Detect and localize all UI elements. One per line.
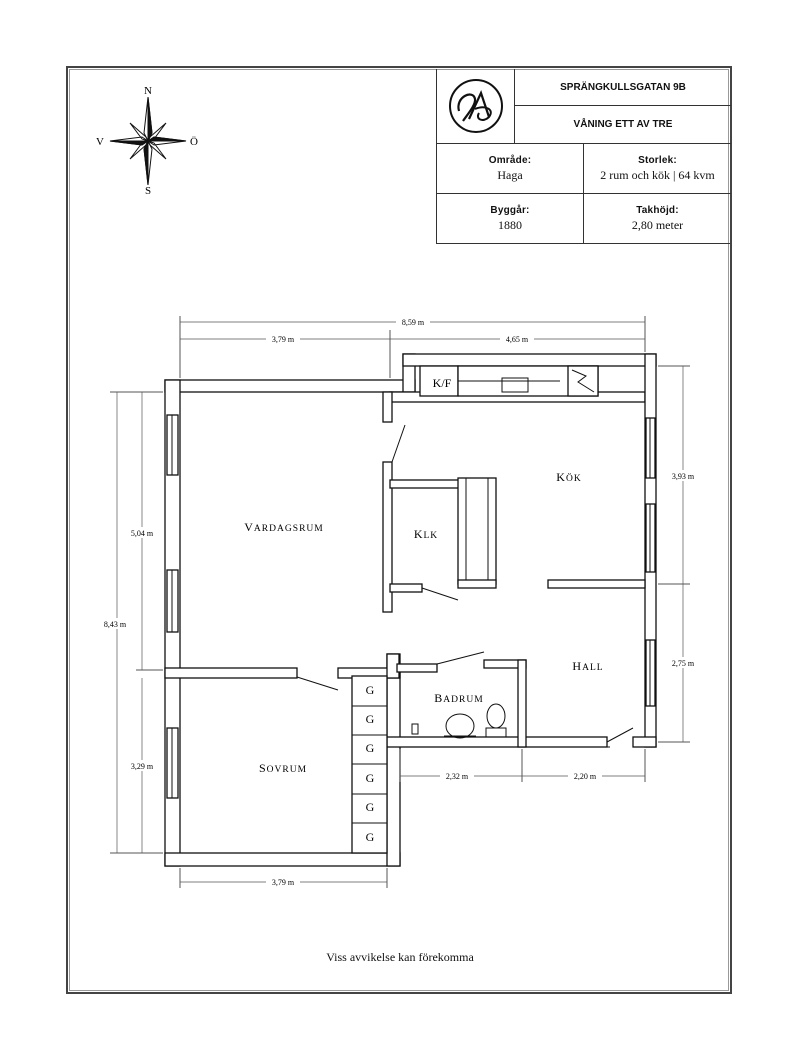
compass-west: V [96, 136, 104, 148]
brand-logo-icon [448, 79, 503, 133]
dim-left-width: 3,79 m [272, 335, 295, 344]
wall-top-left [164, 379, 416, 393]
ceiling-value: 2,80 meter [631, 218, 684, 232]
dimension-lines: 8,59 m 3,79 m 4,65 m 8,43 m 5,04 m 3,29 … [100, 316, 698, 888]
wardrobe-label: G [366, 712, 375, 726]
dim-total-height: 8,43 m [104, 620, 127, 629]
compass-south: S [145, 185, 151, 195]
wardrobe-label: G [366, 683, 375, 697]
wall-bottom-right [386, 736, 608, 748]
wardrobe-label: G [366, 830, 375, 844]
page-frame [66, 66, 732, 994]
room-label-kok: KÖK [556, 470, 581, 484]
floor-cell: VÅNING ETT AV TRE [515, 106, 731, 144]
fridge-freezer [419, 365, 459, 397]
built-label: Byggår: [490, 205, 530, 216]
dim-right-width: 4,65 m [506, 335, 529, 344]
dim-lower-right-height: 2,75 m [672, 659, 695, 668]
kitchen-counter: K/F [419, 365, 599, 397]
walls [164, 353, 657, 867]
wall-vardag-kok [382, 461, 393, 613]
wall-badrum-top [396, 663, 438, 673]
bathroom-fixtures [411, 703, 507, 739]
ceiling-cell: Takhöjd: 2,80 meter [584, 194, 731, 244]
built-cell: Byggår: 1880 [437, 194, 584, 244]
area-value: Haga [497, 167, 523, 182]
wall-vardag-kok-top [382, 391, 393, 423]
compass-star-icon [109, 96, 187, 186]
wall-vardag-sovrum [164, 667, 298, 679]
dim-upper-left-height: 5,04 m [131, 529, 154, 538]
wall-badrum-right [517, 659, 527, 748]
door [421, 587, 459, 601]
room-label-hall: HALL [572, 659, 603, 673]
page-frame-inner [69, 69, 729, 991]
info-table: SPRÄNGKULLSGATAN 9B VÅNING ETT AV TRE Om… [436, 69, 731, 244]
door [296, 676, 339, 691]
disclaimer-note: Viss avvikelse kan förekomma [326, 950, 474, 964]
area-label: Område: [488, 154, 532, 166]
wardrobe-label: G [366, 741, 375, 755]
room-label-vardagsrum: VARDAGSRUM [244, 520, 323, 534]
door [606, 727, 634, 743]
wall-bottom-left [164, 852, 401, 867]
compass-east: Ö [190, 136, 198, 148]
address-title: SPRÄNGKULLSGATAN 9B [560, 81, 686, 93]
faucet-icon [411, 723, 419, 735]
dim-upper-right-height: 3,93 m [672, 472, 695, 481]
address-cell: SPRÄNGKULLSGATAN 9B [515, 69, 731, 106]
dim-total-width: 8,59 m [402, 318, 425, 327]
compass-north: N [144, 85, 152, 97]
wall-bottom-right-end [632, 736, 657, 748]
washbasin-icon [445, 713, 475, 739]
doors [296, 424, 634, 748]
door [436, 651, 485, 665]
room-label-kf: K/F [433, 376, 452, 390]
wardrobes: G G G G G G [351, 675, 388, 854]
wall-klk-right [457, 477, 497, 585]
sink-icon [501, 377, 529, 393]
room-label-klk: KLK [414, 527, 438, 541]
ceiling-label: Takhöjd: [636, 205, 679, 216]
size-label: Storlek: [638, 154, 677, 166]
dim-hall-width: 2,20 m [574, 772, 597, 781]
room-label-sovrum: SOVRUM [259, 761, 307, 775]
built-value: 1880 [498, 218, 522, 232]
windows [166, 414, 656, 799]
floor-title: VÅNING ETT AV TRE [573, 119, 673, 130]
wall-klk-top [389, 479, 461, 489]
compass-rose: N S V Ö [96, 85, 198, 195]
logo-cell [437, 69, 515, 144]
area-cell: Område: Haga [437, 144, 584, 194]
wall-sovrum-right [386, 653, 401, 867]
door [391, 424, 406, 463]
wardrobe-label: G [366, 800, 375, 814]
size-value: 2 rum och kök | 64 kvm [600, 167, 715, 182]
room-labels: VARDAGSRUM KÖK KLK HALL BADRUM SOVRUM [244, 470, 603, 775]
wall-kok-hall [547, 579, 646, 589]
toilet-icon [486, 703, 506, 729]
wall-klk-bottom [389, 583, 423, 593]
size-cell: Storlek: 2 rum och kök | 64 kvm [584, 144, 731, 194]
wardrobe-label: G [366, 771, 375, 785]
wall-klk-bottom-right [457, 579, 497, 589]
dim-lower-left-height: 3,29 m [131, 762, 154, 771]
wall-top-right-outer [402, 353, 657, 367]
dim-bottom-width: 3,79 m [272, 878, 295, 887]
room-label-badrum: BADRUM [434, 691, 483, 705]
dim-badrum-width: 2,32 m [446, 772, 469, 781]
